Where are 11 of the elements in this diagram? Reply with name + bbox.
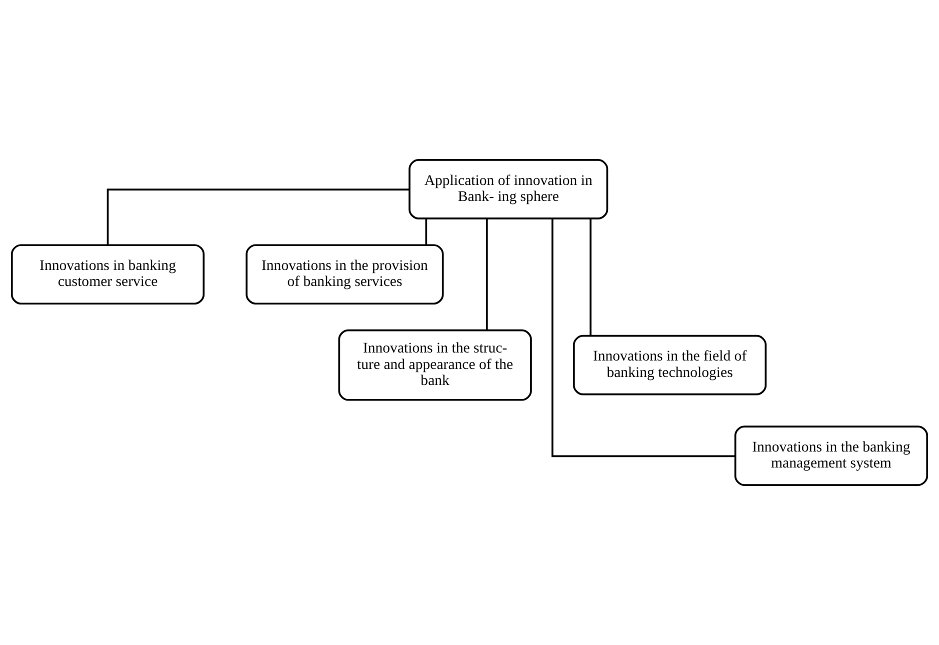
node-box: Innovations in banking customer service [10,244,205,305]
node-box: Innovations in the field of banking technologies [572,334,767,396]
node-box: Innovations in the provision of banking services [246,244,444,305]
node-box: Application of innovation in Bank- ing sphere [408,159,608,220]
node-box: Innovations in the banking management system [734,426,928,486]
connector [552,218,736,458]
node-box: Innovations in the struc- ture and appearance of the bank [338,329,532,401]
connector [425,218,428,245]
connector [486,218,488,330]
connector [590,218,592,336]
connector [106,188,410,245]
